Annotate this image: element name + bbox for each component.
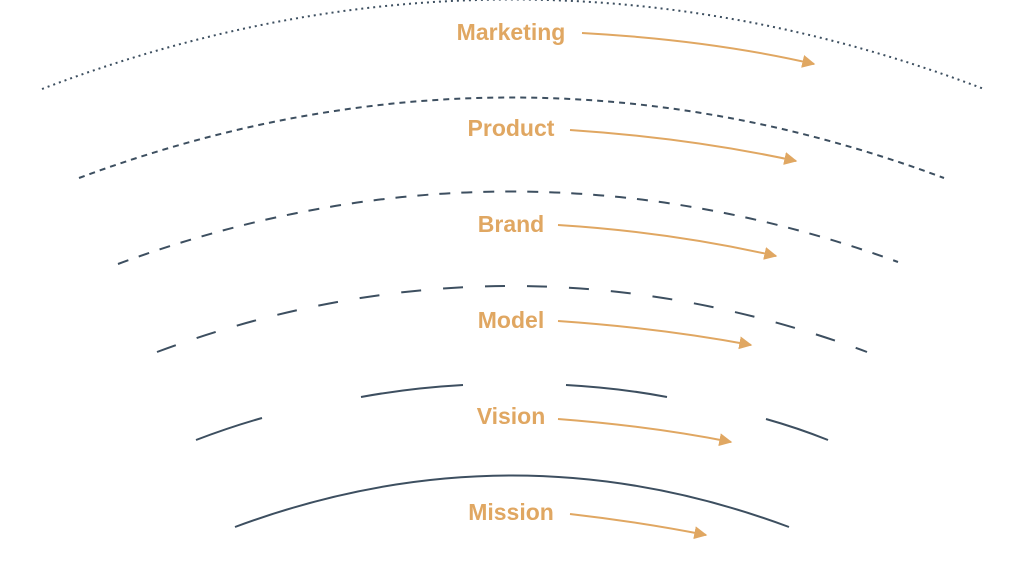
arc-vision-segment xyxy=(565,384,668,398)
arrow-model xyxy=(557,320,753,350)
layer-marketing: Marketing xyxy=(41,0,985,90)
arc-marketing xyxy=(41,0,985,90)
layer-model: Model xyxy=(156,285,868,353)
arc-mission xyxy=(234,474,790,528)
arrow-product xyxy=(569,129,798,165)
arc-product xyxy=(78,96,945,179)
layer-brand: Brand xyxy=(117,190,899,265)
arc-vision-segment xyxy=(765,418,829,441)
layer-mission: Mission xyxy=(234,474,790,540)
label-product: Product xyxy=(468,115,555,141)
arrow-vision xyxy=(557,418,733,447)
label-vision: Vision xyxy=(477,403,546,429)
arc-vision-segment xyxy=(360,384,464,398)
arrow-mission xyxy=(569,513,708,540)
arc-brand xyxy=(117,190,899,265)
arc-vision-segment xyxy=(195,417,263,441)
label-brand: Brand xyxy=(478,211,544,237)
label-model: Model xyxy=(478,307,544,333)
layer-vision: Vision xyxy=(195,384,829,447)
layer-product: Product xyxy=(78,96,945,179)
arrow-brand xyxy=(557,224,778,260)
label-mission: Mission xyxy=(468,499,554,525)
label-marketing: Marketing xyxy=(457,19,566,45)
arrow-marketing xyxy=(581,32,816,68)
